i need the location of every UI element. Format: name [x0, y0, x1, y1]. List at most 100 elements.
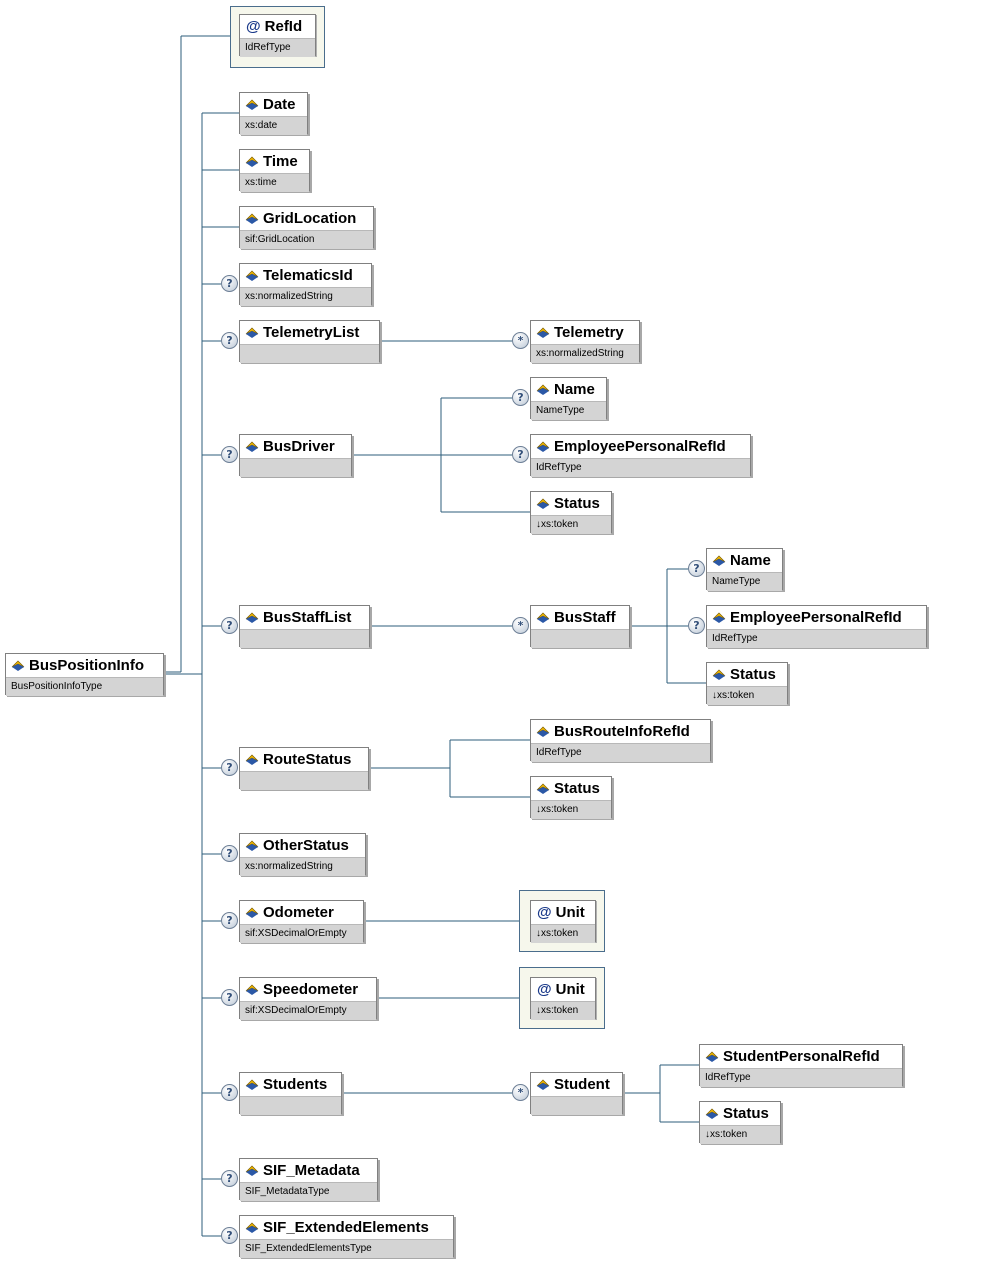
- telemetry-element-type: xs:normalizedString: [531, 344, 639, 363]
- refid-attribute-frame: @RefId IdRefType: [230, 6, 325, 68]
- busdriver-name-element-type: NameType: [531, 401, 606, 420]
- sif-metadata-element-box[interactable]: SIF_Metadata SIF_MetadataType: [239, 1158, 378, 1201]
- refid-attribute-type: IdRefType: [240, 38, 315, 57]
- busdriver-name-element-name: Name: [554, 381, 595, 398]
- repeating-badge-icon: *: [512, 617, 529, 634]
- element-icon: [705, 1108, 719, 1119]
- busstaff-status-element-type: ↓xs:token: [707, 686, 787, 705]
- optional-badge-icon: ?: [221, 912, 238, 929]
- root-element-type: BusPositionInfoType: [6, 677, 163, 696]
- studentpersonalrefid-element-box[interactable]: StudentPersonalRefId IdRefType: [699, 1044, 903, 1087]
- otherstatus-element-box[interactable]: OtherStatus xs:normalizedString: [239, 833, 366, 876]
- time-element-box[interactable]: Time xs:time: [239, 149, 310, 192]
- student-element-name: Student: [554, 1076, 610, 1093]
- busstaff-employeepersonalrefid-element-type: IdRefType: [707, 629, 926, 648]
- element-icon: [245, 327, 259, 338]
- telematicsid-element-name: TelematicsId: [263, 267, 353, 284]
- busdriver-employeepersonalrefid-element-box[interactable]: EmployeePersonalRefId IdRefType: [530, 434, 751, 477]
- optional-badge-icon: ?: [688, 560, 705, 577]
- telemetrylist-element-name: TelemetryList: [263, 324, 360, 341]
- root-element-box[interactable]: BusPositionInfo BusPositionInfoType: [5, 653, 164, 696]
- busstaff-name-element-type: NameType: [707, 572, 782, 591]
- routestatus-status-element-box[interactable]: Status ↓xs:token: [530, 776, 612, 819]
- speedometer-element-type: sif:XSDecimalOrEmpty: [240, 1001, 376, 1020]
- busstaff-status-element-box[interactable]: Status ↓xs:token: [706, 662, 788, 705]
- busstaff-employeepersonalrefid-element-name: EmployeePersonalRefId: [730, 609, 902, 626]
- optional-badge-icon: ?: [221, 332, 238, 349]
- studentpersonalrefid-element-name: StudentPersonalRefId: [723, 1048, 880, 1065]
- busstafflist-element-box[interactable]: BusStaffList: [239, 605, 370, 648]
- busdriver-employeepersonalrefid-element-name: EmployeePersonalRefId: [554, 438, 726, 455]
- element-icon: [712, 555, 726, 566]
- element-icon: [245, 99, 259, 110]
- student-status-element-box[interactable]: Status ↓xs:token: [699, 1101, 781, 1144]
- date-element-box[interactable]: Date xs:date: [239, 92, 308, 135]
- element-icon: [245, 213, 259, 224]
- busstaff-status-element-name: Status: [730, 666, 776, 683]
- odometer-element-box[interactable]: Odometer sif:XSDecimalOrEmpty: [239, 900, 364, 943]
- optional-badge-icon: ?: [512, 446, 529, 463]
- telematicsid-element-box[interactable]: TelematicsId xs:normalizedString: [239, 263, 372, 306]
- student-element-box[interactable]: Student: [530, 1072, 623, 1115]
- optional-badge-icon: ?: [221, 275, 238, 292]
- repeating-badge-icon: *: [512, 332, 529, 349]
- busstaff-name-element-box[interactable]: Name NameType: [706, 548, 783, 591]
- busstaff-element-box[interactable]: BusStaff: [530, 605, 630, 648]
- element-icon: [536, 441, 550, 452]
- optional-badge-icon: ?: [221, 1084, 238, 1101]
- sif-extendedelements-element-box[interactable]: SIF_ExtendedElements SIF_ExtendedElement…: [239, 1215, 454, 1258]
- busstaff-element-type: [531, 629, 629, 648]
- element-icon: [536, 1079, 550, 1090]
- odometer-element-name: Odometer: [263, 904, 334, 921]
- busdriver-status-element-box[interactable]: Status ↓xs:token: [530, 491, 612, 534]
- speedometer-element-box[interactable]: Speedometer sif:XSDecimalOrEmpty: [239, 977, 377, 1020]
- element-icon: [245, 441, 259, 452]
- repeating-badge-icon: *: [512, 1084, 529, 1101]
- gridlocation-element-box[interactable]: GridLocation sif:GridLocation: [239, 206, 374, 249]
- odometer-element-type: sif:XSDecimalOrEmpty: [240, 924, 363, 943]
- busstaff-employeepersonalrefid-element-box[interactable]: EmployeePersonalRefId IdRefType: [706, 605, 927, 648]
- busstafflist-element-name: BusStaffList: [263, 609, 352, 626]
- optional-badge-icon: ?: [221, 845, 238, 862]
- element-icon: [245, 156, 259, 167]
- element-icon: [245, 840, 259, 851]
- speedometer-unit-attribute-box[interactable]: @Unit ↓xs:token: [530, 977, 596, 1020]
- speedometer-element-name: Speedometer: [263, 981, 359, 998]
- students-element-box[interactable]: Students: [239, 1072, 342, 1115]
- busdriver-element-box[interactable]: BusDriver: [239, 434, 352, 477]
- element-icon: [245, 1079, 259, 1090]
- student-status-element-name: Status: [723, 1105, 769, 1122]
- gridlocation-element-type: sif:GridLocation: [240, 230, 373, 249]
- busrouteinforefid-element-type: IdRefType: [531, 743, 710, 762]
- busrouteinforefid-element-box[interactable]: BusRouteInfoRefId IdRefType: [530, 719, 711, 762]
- odometer-unit-attribute-box[interactable]: @Unit ↓xs:token: [530, 900, 596, 943]
- busdriver-name-element-box[interactable]: Name NameType: [530, 377, 607, 420]
- sif-metadata-element-type: SIF_MetadataType: [240, 1182, 377, 1201]
- sif-extendedelements-element-name: SIF_ExtendedElements: [263, 1219, 429, 1236]
- optional-badge-icon: ?: [221, 617, 238, 634]
- element-icon: [536, 327, 550, 338]
- element-icon: [11, 660, 25, 671]
- telemetry-element-box[interactable]: Telemetry xs:normalizedString: [530, 320, 640, 363]
- element-icon: [245, 1222, 259, 1233]
- busdriver-element-name: BusDriver: [263, 438, 335, 455]
- students-element-type: [240, 1096, 341, 1115]
- element-icon: [245, 754, 259, 765]
- time-element-type: xs:time: [240, 173, 309, 192]
- date-element-type: xs:date: [240, 116, 307, 135]
- element-icon: [245, 907, 259, 918]
- element-icon: [536, 384, 550, 395]
- telemetrylist-element-box[interactable]: TelemetryList: [239, 320, 380, 363]
- gridlocation-element-name: GridLocation: [263, 210, 357, 227]
- odometer-unit-attribute-frame: @Unit ↓xs:token: [519, 890, 605, 952]
- routestatus-element-box[interactable]: RouteStatus: [239, 747, 369, 790]
- refid-attribute-box[interactable]: @RefId IdRefType: [239, 14, 316, 57]
- telematicsid-element-type: xs:normalizedString: [240, 287, 371, 306]
- element-icon: [712, 669, 726, 680]
- busstaff-name-element-name: Name: [730, 552, 771, 569]
- busrouteinforefid-element-name: BusRouteInfoRefId: [554, 723, 690, 740]
- attribute-icon: @: [246, 18, 261, 35]
- otherstatus-element-name: OtherStatus: [263, 837, 349, 854]
